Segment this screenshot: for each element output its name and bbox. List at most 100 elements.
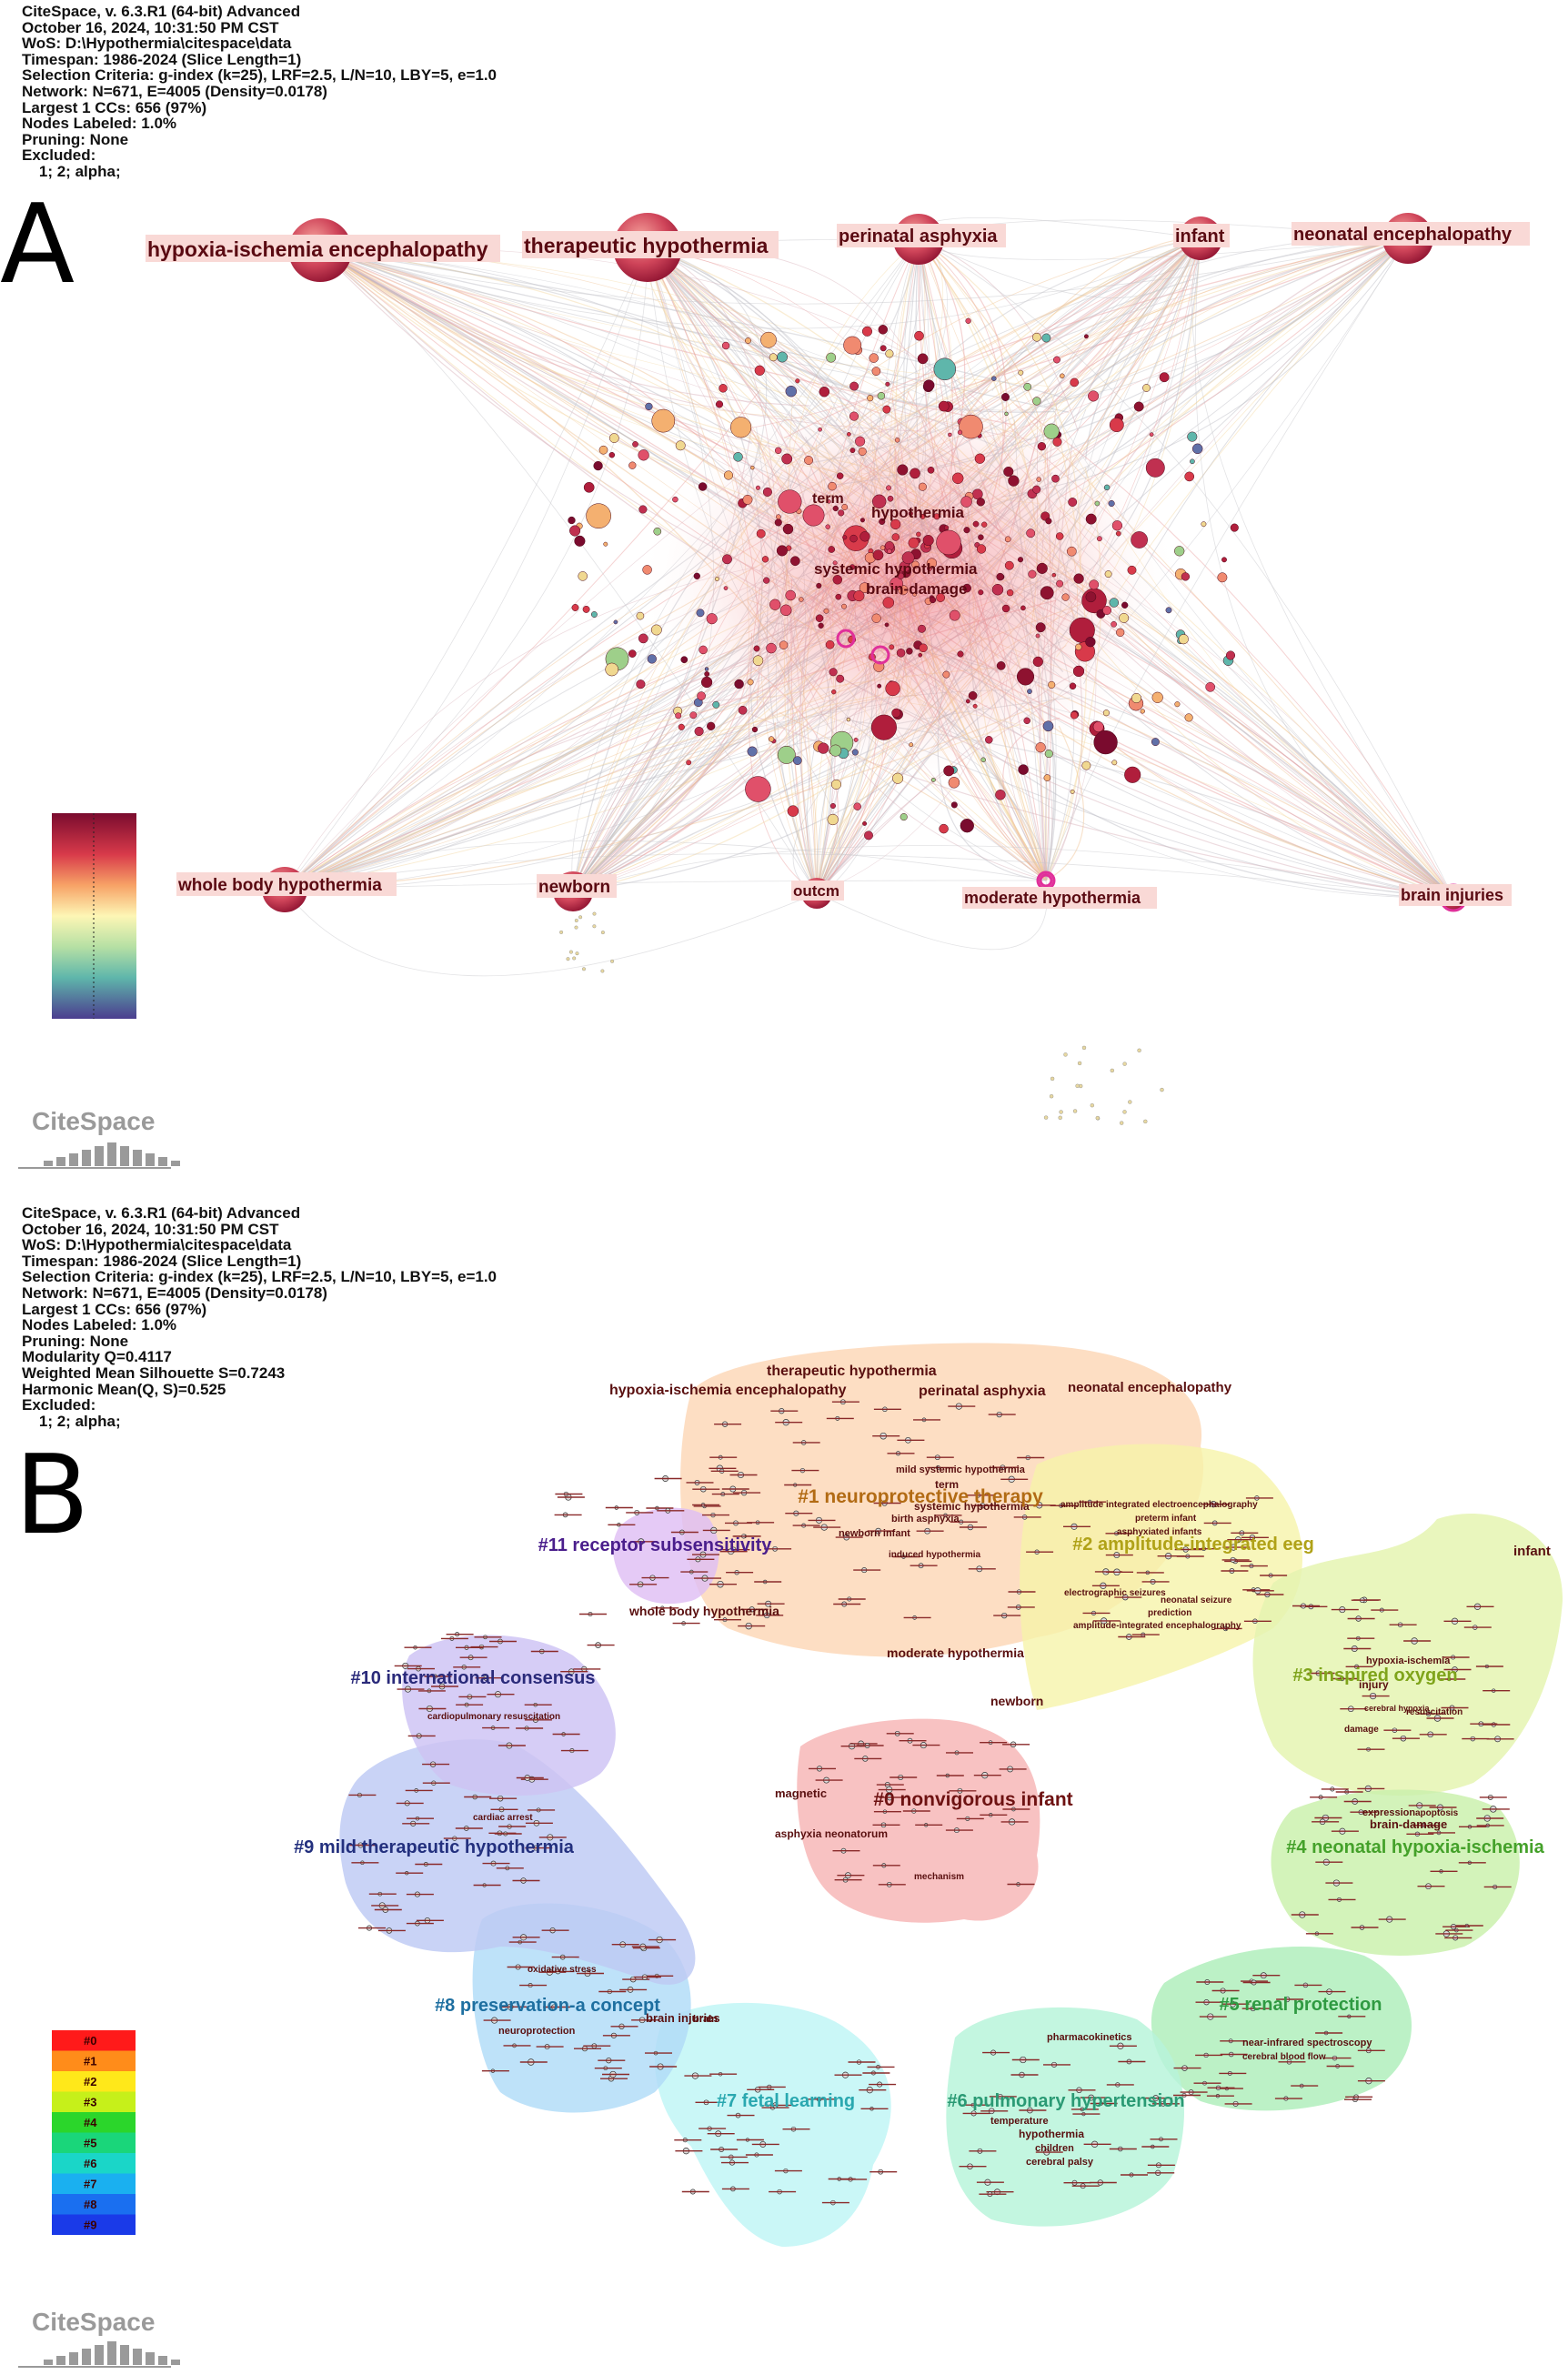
network-node [846,717,851,722]
network-node [1083,334,1089,339]
network-node [799,597,804,602]
network-node [968,690,978,700]
network-node [1006,589,1014,597]
network-node [978,534,984,540]
network-node [1008,475,1020,487]
legend-label: #9 [84,2219,96,2232]
network-node [826,352,837,363]
network-node [891,533,900,541]
panel_b-meta-line: Largest 1 CCs: 656 (97%) [22,1300,207,1318]
network-node [858,447,867,456]
panel_a-meta-line: Selection Criteria: g-index (k=25), LRF=… [22,66,498,85]
network-node [978,589,984,596]
network-node [974,453,986,464]
citespace-logo-b-bars [18,2341,180,2368]
network-node [752,655,764,666]
network-node [847,432,851,437]
logo-bar [158,1157,167,1166]
network-node [1072,665,1085,678]
network-node [1181,572,1191,581]
network-node [981,521,988,528]
network-node [887,495,894,502]
kw-expression: expression [1362,1807,1415,1818]
cluster-label-3: #3 inspired oxygen [1292,1666,1457,1686]
network-node [776,514,781,520]
panel-b-nodes [348,1399,1514,2206]
network-node [678,723,685,730]
network-node [918,652,923,658]
panel_a-meta-line: Excluded: [22,146,96,165]
network-node [1037,442,1047,451]
network-node [756,528,766,538]
network-node [632,441,638,448]
network-node [972,520,980,528]
network-node [1017,557,1024,563]
network-node [939,823,949,834]
label-mh: moderate hypothermia [964,889,1141,907]
network-node [700,676,713,689]
network-node [582,605,590,613]
network-node [877,683,882,689]
network-node [1230,523,1239,532]
network-node [1023,382,1032,391]
network-node [638,505,648,514]
kw-oxidative-stress: oxidative stress [528,1965,597,1975]
legend-swatch [52,2173,136,2194]
network-node [1027,689,1032,694]
network-node [600,931,605,935]
network-node [965,317,971,324]
panel_b-meta-line: WoS: D:\Hypothermia\citespace\data [22,1236,292,1254]
hub-edge [284,880,1047,891]
network-node [559,930,564,934]
label-term: term [812,491,844,507]
network-node [957,429,963,435]
network-node [1004,536,1011,543]
network-node [849,448,856,454]
hub-edge [918,237,1201,298]
network-node [719,384,728,393]
network-node [747,746,758,757]
hub-edge [284,247,648,891]
legend-label: #0 [84,2034,96,2048]
network-node [815,614,824,622]
network-node [853,590,865,602]
panel_b-meta-line: Modularity Q=0.4117 [22,1348,172,1366]
logo-bar [107,2341,116,2365]
network-node [1023,717,1030,725]
network-node [1032,397,1041,406]
network-node [642,565,652,575]
legend-label: #4 [84,2116,97,2129]
hub-edge [319,249,818,894]
cluster-label-9: #9 mild therapeutic hypothermia [294,1837,575,1857]
logo-bar [120,1146,129,1166]
logo-bar [95,2345,104,2365]
network-node [1055,532,1064,540]
network-node [926,558,938,569]
network-node [914,330,924,341]
network-node [1142,384,1151,392]
network-edge [1000,719,1454,899]
network-node [1063,1052,1068,1057]
network-node [948,777,960,789]
network-node [1068,498,1078,507]
kw-asphyxiated-infants: asphyxiated infants [1117,1527,1202,1537]
network-node [1035,742,1046,753]
hub-edge [319,237,1409,305]
network-node [930,597,937,604]
network-node [1217,572,1228,583]
network-node [1140,709,1145,714]
network-node [831,689,837,695]
network-node [1133,401,1144,412]
network-node [1043,1115,1049,1120]
network-node [672,496,678,503]
network-node [694,726,704,737]
network-node [878,325,889,335]
hub-edge [816,880,1048,951]
kw-neonatal-encephalopathy: neonatal encephalopathy [1068,1380,1232,1395]
network-node [1119,612,1130,623]
network-node [1028,569,1037,579]
network-node [1085,637,1096,648]
network-node [1001,393,1010,401]
network-node [1088,390,1100,402]
